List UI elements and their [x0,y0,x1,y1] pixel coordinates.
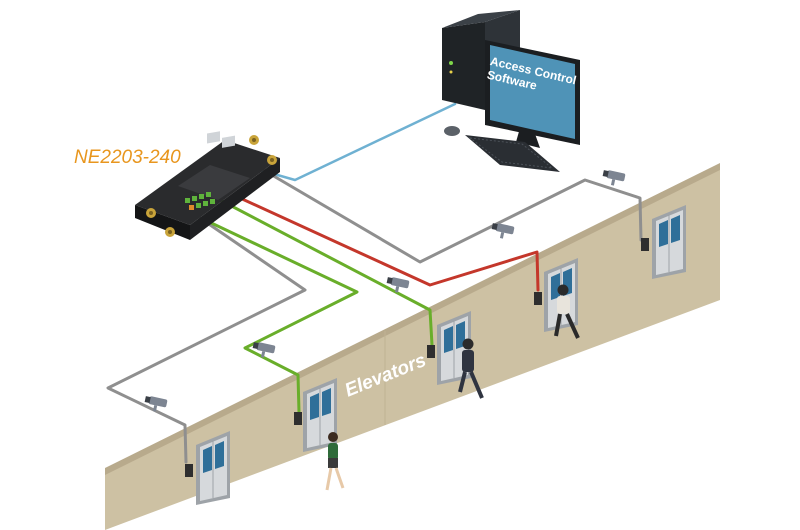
computer-mouse [444,126,460,136]
keypad-5 [641,238,649,251]
person-man-walking [458,338,484,399]
keypad-3 [427,345,435,358]
router-side [190,158,280,240]
wall-top-edge [105,163,720,475]
door-2 [303,378,337,452]
camera-2 [491,223,515,239]
pc-power-led [449,61,453,65]
person-woman [325,432,345,491]
camera-cable-far [258,166,643,264]
keypad-2 [294,412,302,425]
device-model-label: NE2203-240 [74,147,181,168]
reader-cable-left [203,218,359,414]
wall-face [105,165,720,530]
monitor-screen [490,45,575,139]
person-man-entering [554,284,580,339]
desktop-computer [442,10,580,172]
pc-hdd-led [449,70,453,74]
camera-4 [252,342,276,358]
terminal-block [185,192,215,210]
keypad-1 [185,464,193,477]
ethernet-port-1 [207,131,220,144]
router-device [135,131,280,240]
camera-5 [144,396,168,412]
pc-tower-front [442,22,485,110]
camera-cable-left [106,216,307,464]
keypad-4 [534,292,542,305]
building-wall [105,163,720,530]
router-ports-panel [178,165,250,200]
pc-tower-top [442,10,520,28]
reader-cable-mid [218,198,434,347]
alarm-cable [238,196,540,292]
camera-3 [386,277,410,293]
door-1 [196,431,230,505]
door-5 [652,205,686,279]
ethernet-port-2 [222,135,235,148]
camera-1 [602,170,626,186]
keyboard [465,135,560,172]
